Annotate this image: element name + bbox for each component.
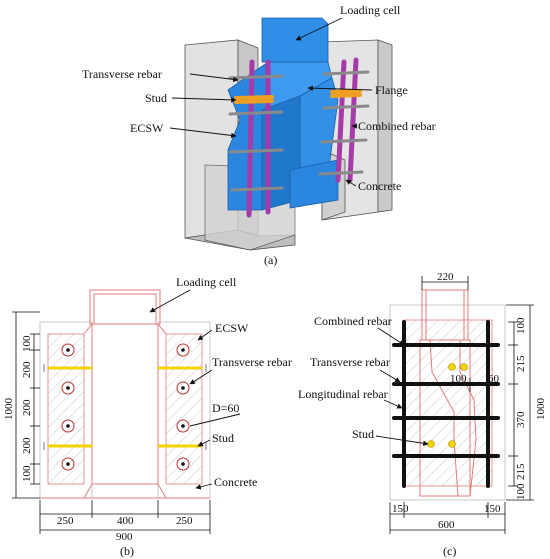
- label-longitudinal-rebar-c: Longitudinal rebar: [298, 387, 388, 401]
- label-ecsw-b: ECSW: [215, 321, 249, 335]
- label-stud-a: Stud: [145, 91, 167, 105]
- caption-c: (c): [443, 544, 456, 558]
- dim-c-r-4: 100: [515, 483, 527, 500]
- dim-c-r-1: 215: [515, 355, 527, 372]
- rebars-c: [392, 320, 500, 488]
- label-stud-b: Stud: [212, 431, 234, 445]
- label-loading-cell-b: Loading cell: [176, 275, 237, 289]
- label-combined-rebar-c: Combined rebar: [314, 314, 392, 328]
- panel-a: Loading cell Transverse rebar Stud ECSW …: [82, 3, 436, 267]
- dim-b-v-1: 200: [21, 361, 33, 378]
- label-combined-rebar-a: Combined rebar: [358, 119, 436, 133]
- label-transverse-rebar-a: Transverse rebar: [82, 67, 162, 81]
- panel-c: Combined rebar Transverse rebar Longitud…: [298, 271, 547, 558]
- ecsw-outline-b: [40, 289, 210, 499]
- dim-lines-c-right: [506, 304, 534, 501]
- dim-b-h-2: 250: [176, 515, 193, 527]
- dim-lines-b-vertical: [12, 311, 40, 499]
- label-stud-c: Stud: [352, 427, 374, 441]
- dim-c-b-0: 150: [392, 503, 409, 515]
- label-ecsw-a: ECSW: [130, 121, 164, 135]
- dim-b-v-4: 100: [21, 465, 33, 482]
- dim-b-h-0: 250: [57, 515, 74, 527]
- transverse-rebars: [228, 70, 370, 192]
- label-concrete-b: Concrete: [214, 475, 257, 489]
- label-transverse-rebar-b: Transverse rebar: [212, 355, 292, 369]
- studs-b: [48, 366, 202, 448]
- dim-lines-c-bottom: [389, 502, 506, 534]
- dim-c-r-2: 370: [515, 411, 527, 428]
- panel-b: Loading cell ECSW Transverse rebar D=60 …: [3, 275, 292, 558]
- dim-b-h-1: 400: [117, 515, 134, 527]
- label-flange-a: Flange: [375, 83, 408, 97]
- studs-a: [234, 89, 362, 104]
- dim-c-b-total: 600: [438, 519, 455, 531]
- dim-c-inner-60: 60: [488, 373, 500, 385]
- rebar-holes-b: [61, 343, 190, 471]
- dim-b-v-3: 200: [21, 437, 33, 454]
- dim-b-total-vertical: 1000: [3, 398, 15, 421]
- dim-c-r-3: 215: [515, 463, 527, 480]
- dim-c-top: 220: [437, 271, 454, 283]
- caption-a: (a): [264, 253, 277, 267]
- dim-c-inner-100: 100: [450, 373, 467, 385]
- dim-b-h-total: 900: [116, 531, 133, 543]
- dim-lines-b-horizontal: [39, 500, 211, 534]
- caption-b: (b): [120, 544, 134, 558]
- dim-c-b-1: 150: [484, 503, 501, 515]
- label-loading-cell-a: Loading cell: [340, 3, 401, 17]
- label-d-b: D=60: [212, 401, 239, 415]
- dim-b-v-2: 200: [21, 399, 33, 416]
- dim-c-r-0: 100: [515, 317, 527, 334]
- label-concrete-a: Concrete: [358, 179, 401, 193]
- dim-c-total-right: 1000: [535, 398, 547, 421]
- label-transverse-rebar-c: Transverse rebar: [310, 355, 390, 369]
- dim-b-v-0: 100: [21, 335, 33, 352]
